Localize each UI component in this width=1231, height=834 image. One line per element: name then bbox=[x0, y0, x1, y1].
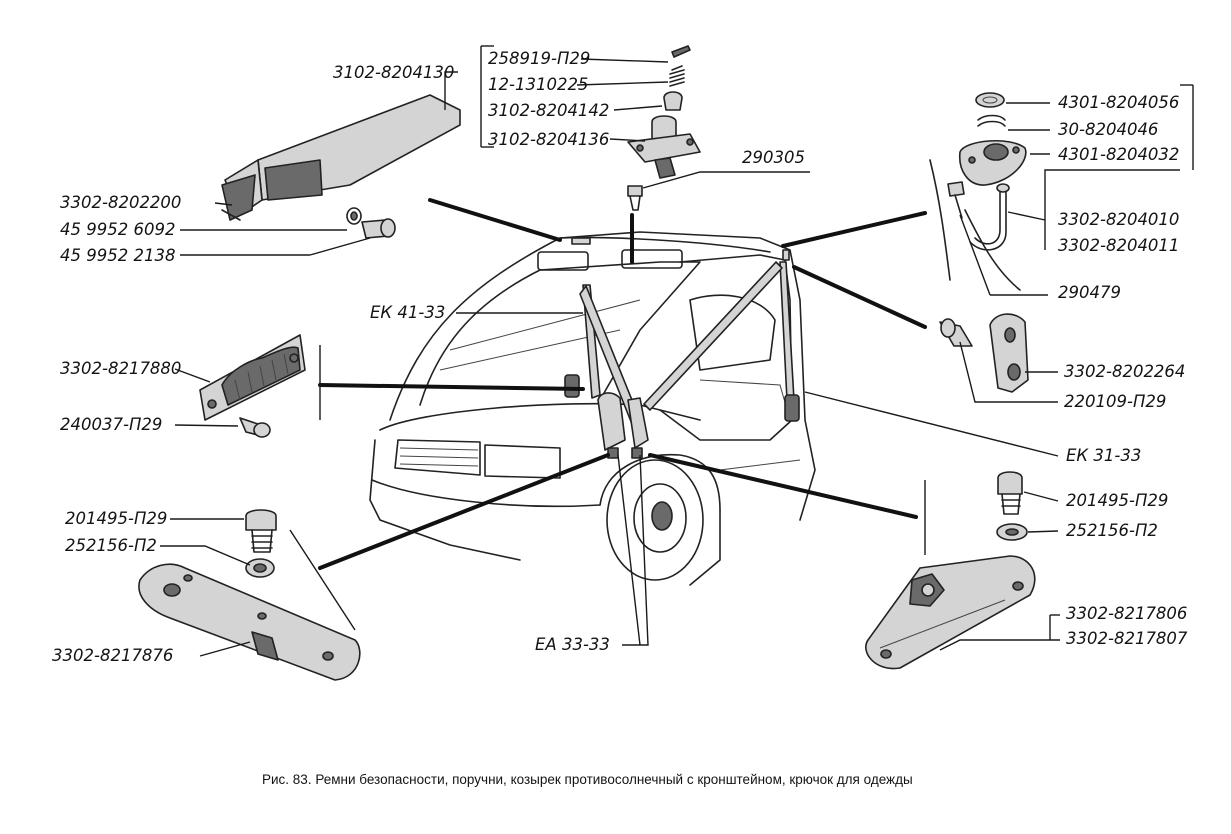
label-240037-p29: 240037-П29 bbox=[60, 415, 162, 434]
label-3302-8202200: 3302-8202200 bbox=[60, 193, 181, 212]
label-290305: 290305 bbox=[742, 148, 805, 167]
label-3302-8204010: 3302-8204010 bbox=[1058, 210, 1179, 229]
label-252156-p2-right: 252156-П2 bbox=[1066, 521, 1158, 540]
label-3302-8217807: 3302-8217807 bbox=[1066, 629, 1188, 648]
callout-lines bbox=[160, 45, 1194, 657]
connector-lines bbox=[318, 198, 927, 570]
coat-hook-drawing bbox=[929, 92, 1027, 291]
label-258919-p29: 258919-П29 bbox=[488, 49, 590, 68]
floor-bracket-right-drawing bbox=[865, 471, 1036, 670]
label-201495-p29-right: 201495-П29 bbox=[1066, 491, 1168, 510]
label-201495-p29-left: 201495-П29 bbox=[65, 509, 167, 528]
label-252156-p2-left: 252156-П2 bbox=[65, 536, 157, 555]
label-45-9952-6092: 45 9952 6092 bbox=[60, 220, 175, 239]
label-3302-8202264: 3302-8202264 bbox=[1064, 362, 1185, 381]
label-3102-8204142: 3102-8204142 bbox=[488, 101, 609, 120]
grab-handle-bracket-drawing bbox=[221, 94, 461, 239]
label-ea-33-33: ЕА 33-33 bbox=[535, 635, 610, 654]
label-3302-8217876: 3302-8217876 bbox=[52, 646, 173, 665]
label-4301-8204032: 4301-8204032 bbox=[1058, 145, 1179, 164]
label-3302-8204011: 3302-8204011 bbox=[1058, 236, 1179, 255]
label-4301-8204056: 4301-8204056 bbox=[1058, 93, 1179, 112]
clothes-hook-parts-drawing bbox=[627, 45, 701, 211]
label-3102-8204136: 3102-8204136 bbox=[488, 130, 609, 149]
handle-bar-drawing bbox=[199, 334, 306, 438]
figure-caption: Рис. 83. Ремни безопасности, поручни, ко… bbox=[262, 772, 913, 787]
label-3302-8217880: 3302-8217880 bbox=[60, 359, 181, 378]
floor-bracket-left-drawing bbox=[138, 509, 361, 681]
label-ek-31-33: ЕК 31-33 bbox=[1066, 446, 1141, 465]
label-12-1310225: 12-1310225 bbox=[488, 75, 588, 94]
belt-anchor-bracket-drawing bbox=[939, 313, 1029, 393]
label-290479: 290479 bbox=[1058, 283, 1121, 302]
label-ek-41-33: ЕК 41-33 bbox=[370, 303, 445, 322]
label-3102-8204130: 3102-8204130 bbox=[333, 63, 454, 82]
part-labels: 3102-8204130 258919-П29 12-1310225 3102-… bbox=[52, 49, 1188, 665]
label-30-8204046: 30-8204046 bbox=[1058, 120, 1158, 139]
van-cab-drawing bbox=[369, 231, 816, 586]
label-3302-8217806: 3302-8217806 bbox=[1066, 604, 1187, 623]
label-220109-p29: 220109-П29 bbox=[1064, 392, 1166, 411]
label-45-9952-2138: 45 9952 2138 bbox=[60, 246, 175, 265]
